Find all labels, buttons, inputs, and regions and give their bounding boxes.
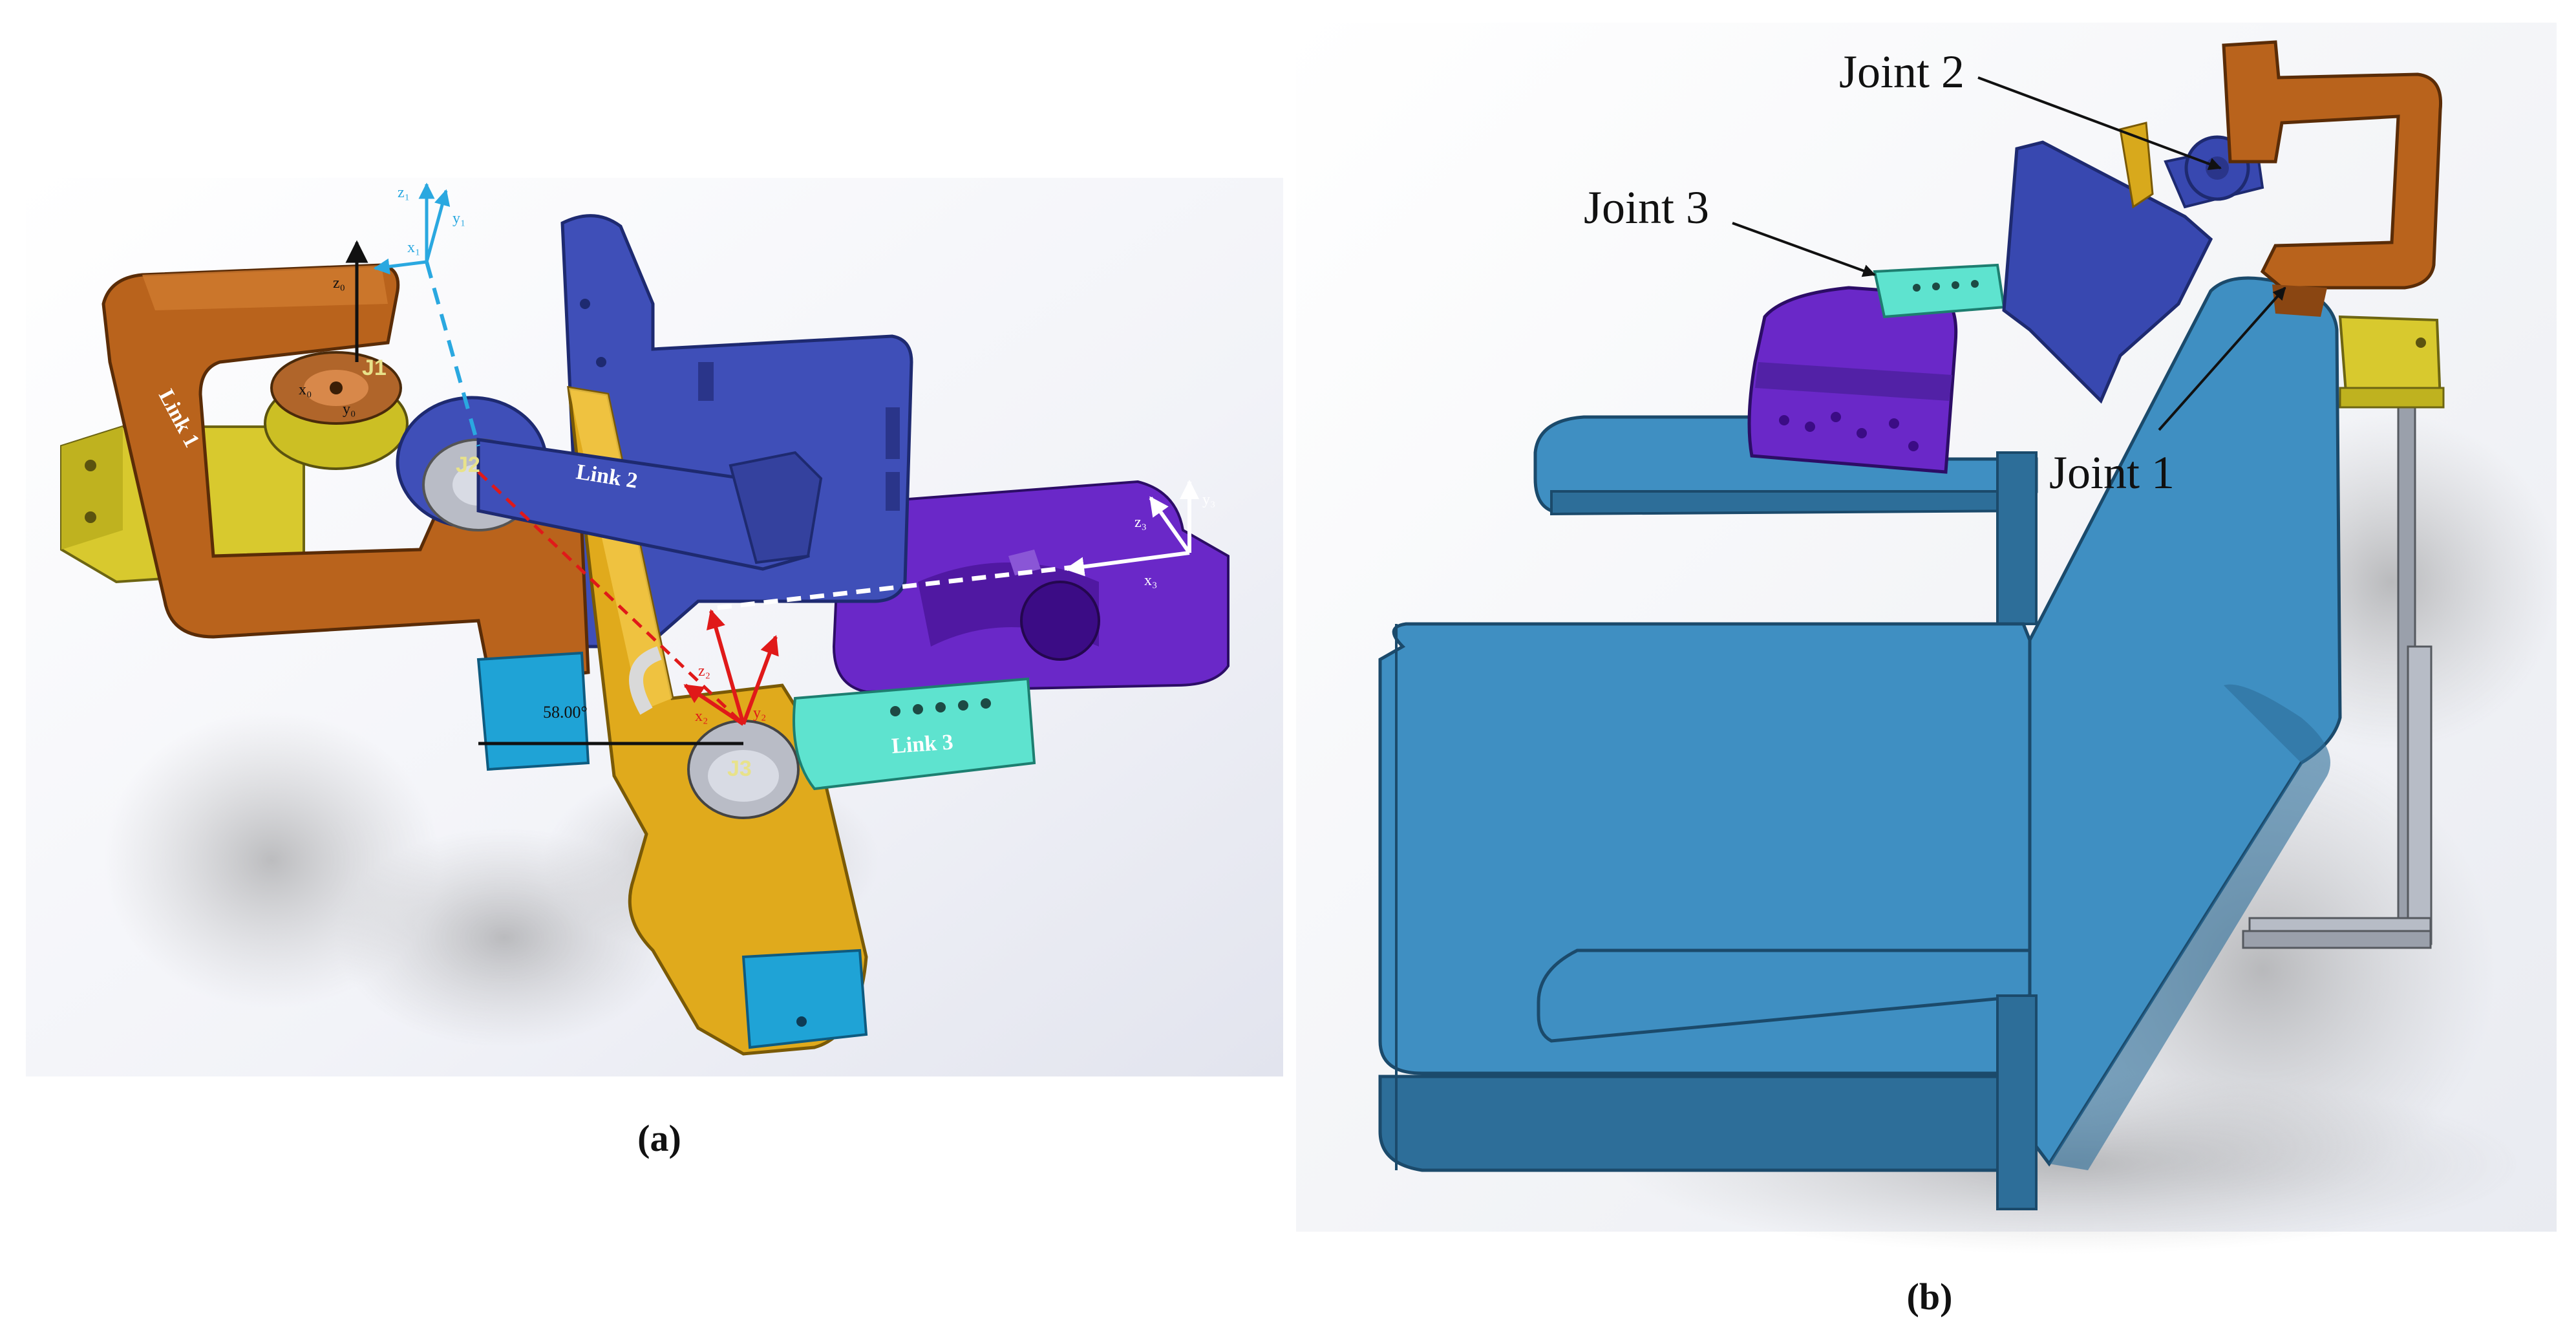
joint1-leader [2158, 286, 2286, 431]
y0-label: y₀ [343, 401, 356, 418]
j3-end-dashed-line [717, 563, 1087, 610]
joint3-leader [1732, 222, 1876, 277]
z3-label: z₃ [1134, 514, 1147, 531]
panel-b: Joint 2 Joint 3 Joint 1 (b) [1296, 23, 2560, 1318]
joint2-callout: Joint 2 [1839, 46, 1964, 98]
yellow-block-b [2338, 315, 2445, 409]
y1-label: y₁ [452, 210, 465, 227]
j1-j2-dashed-line [425, 261, 480, 447]
callout-labels: Joint 2 Joint 3 Joint 1 [1584, 46, 2175, 498]
joint-labels: J1 J2 J3 [362, 356, 752, 781]
j2-j3-dashed-line [477, 471, 745, 725]
panel-a: 58.00° z₀ x₀ y₀ [26, 178, 1283, 1159]
purple-end-unit [1747, 286, 1958, 474]
joint3-callout: Joint 3 [1584, 182, 1709, 233]
y2-label: y₂ [753, 705, 766, 722]
j1-label: J1 [362, 356, 387, 380]
x3-axis [1065, 551, 1190, 577]
caption-a: (a) [637, 1117, 681, 1159]
teal-link-b [1873, 263, 2006, 319]
joint2-leader [1977, 76, 2222, 171]
callout-lines [1732, 76, 2286, 431]
z2-label: z₂ [698, 663, 710, 680]
x0-label: x₀ [299, 381, 312, 398]
y3-label: y₃ [1202, 491, 1215, 508]
joint1-callout: Joint 1 [2049, 447, 2175, 498]
link1-body [101, 263, 590, 771]
purple-link [832, 480, 1229, 694]
angle-indicator: 58.00° [478, 646, 743, 745]
caption-b: (b) [1907, 1276, 1953, 1318]
x2-axis [683, 683, 745, 726]
y1-axis [425, 189, 451, 262]
j2-label: J2 [456, 453, 480, 477]
z3-axis [1149, 496, 1191, 554]
x2-label: x₂ [695, 708, 708, 725]
x1-label: x₁ [407, 239, 420, 256]
x1-axis [373, 258, 427, 275]
link2-arm [476, 438, 823, 571]
z1-label: z₁ [398, 184, 410, 201]
link3-body [793, 677, 1036, 791]
support-frame [2242, 406, 2432, 949]
z0-label: z₀ [333, 275, 345, 292]
link3-label: Link 3 [891, 730, 954, 758]
coordinate-frames [345, 182, 1199, 726]
j1-motor [264, 351, 409, 470]
chair [1378, 276, 2342, 1210]
y2-axis [741, 635, 779, 725]
angle-readout: 58.00° [543, 703, 588, 722]
x3-label: x₃ [1144, 572, 1157, 589]
j3-label: J3 [727, 756, 752, 781]
axis-labels: z₀ x₀ y₀ z₁ y₁ x₁ z₂ x₂ y₂ y₃ z₃ x₃ [299, 184, 1215, 725]
z2-axis [706, 609, 745, 725]
